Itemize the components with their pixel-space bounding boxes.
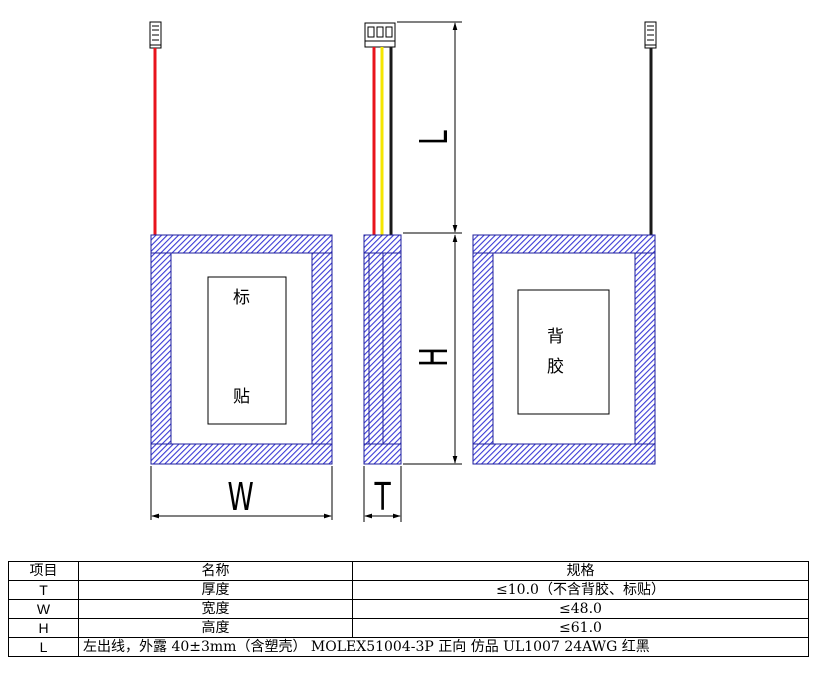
spec-table: 项目 名称 规格 T 厚度 ≤10.0（不含背胶、标贴） W 宽度 ≤48.0 … — [8, 561, 809, 657]
label-sticker-char-2: 贴 — [233, 387, 250, 407]
front-view: 标 贴 W — [149, 21, 333, 520]
adhesive-area — [517, 289, 610, 415]
row-item: H — [8, 618, 79, 638]
w-dimension-label: W — [227, 475, 253, 519]
row-item: L — [8, 637, 79, 657]
header-name: 名称 — [78, 561, 353, 581]
h-dimension-label: H — [412, 347, 456, 367]
spec-table-header: 项目 名称 规格 — [8, 561, 809, 581]
header-spec: 规格 — [352, 561, 809, 581]
row-spec: ≤10.0（不含背胶、标贴） — [352, 580, 809, 600]
label-sticker — [207, 276, 287, 425]
row-item: W — [8, 599, 79, 619]
adhesive-char-1: 背 — [547, 327, 564, 347]
l-dimension-label: L — [412, 130, 456, 145]
header-item: 项目 — [8, 561, 79, 581]
back-view: 背 胶 — [472, 21, 657, 465]
front-frame — [150, 234, 333, 465]
row-spec: ≤48.0 — [352, 599, 809, 619]
table-row: H 高度 ≤61.0 — [8, 618, 809, 638]
t-dimension-label: T — [374, 475, 392, 519]
table-row: W 宽度 ≤48.0 — [8, 599, 809, 619]
table-row: T 厚度 ≤10.0（不含背胶、标贴） — [8, 580, 809, 600]
row-name: 宽度 — [78, 599, 353, 619]
back-connector-icon — [644, 21, 657, 49]
side-connector-icon — [364, 22, 396, 48]
row-name: 高度 — [78, 618, 353, 638]
row-spec: 左出线，外露 40±3mm（含塑壳） MOLEX51004-3P 正向 仿品 U… — [78, 637, 809, 657]
row-item: T — [8, 580, 79, 600]
row-spec: ≤61.0 — [352, 618, 809, 638]
front-connector-icon — [149, 21, 162, 49]
table-row: L 左出线，外露 40±3mm（含塑壳） MOLEX51004-3P 正向 仿品… — [8, 637, 809, 657]
label-sticker-char-1: 标 — [233, 288, 250, 308]
row-name: 厚度 — [78, 580, 353, 600]
adhesive-char-2: 胶 — [547, 357, 564, 377]
battery-drawing: 标 贴 W T L — [149, 21, 657, 522]
side-view: T L H — [363, 21, 462, 522]
